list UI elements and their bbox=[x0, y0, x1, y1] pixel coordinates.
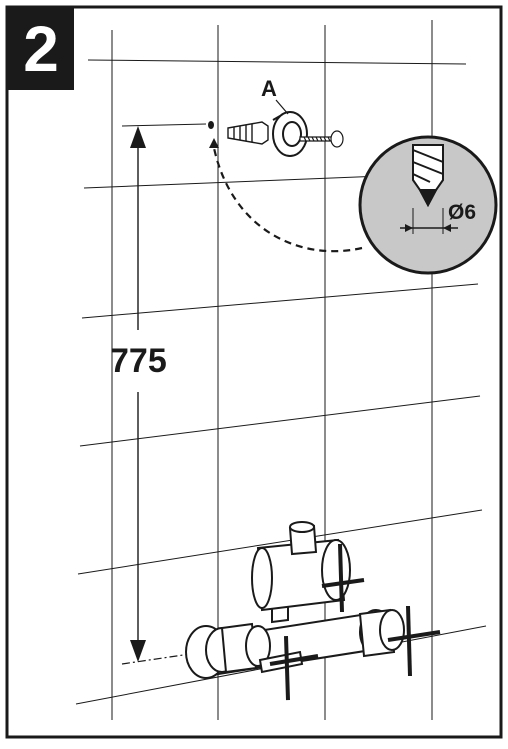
diameter-arrow-right bbox=[443, 224, 451, 232]
part-a-leader bbox=[275, 99, 289, 115]
tile-line-h5 bbox=[77, 509, 483, 575]
dimension-ext-top bbox=[121, 123, 207, 127]
drill-hole bbox=[208, 121, 214, 129]
drill-bit-icon bbox=[412, 144, 444, 208]
part-a-label: A bbox=[261, 76, 277, 101]
shower-mixer-icon bbox=[185, 521, 441, 701]
diameter-arrow-left bbox=[405, 224, 413, 232]
step-number-badge: 2 bbox=[8, 8, 74, 90]
tile-line-h4 bbox=[79, 395, 481, 447]
panel-border bbox=[5, 5, 503, 739]
drill-diameter-label: Ø6 bbox=[448, 201, 476, 224]
wall-plug-icon bbox=[227, 121, 269, 145]
height-dimension: 775 bbox=[110, 123, 207, 665]
dimension-ext-bottom bbox=[121, 653, 191, 665]
screw-icon bbox=[299, 130, 344, 148]
drill-detail-magnifier: Ø6 bbox=[358, 135, 498, 275]
tile-line-h1 bbox=[87, 59, 467, 65]
detail-leader-arrowhead bbox=[209, 138, 219, 148]
detail-leader-dashed bbox=[212, 147, 363, 253]
dimension-arrow-bottom bbox=[130, 640, 146, 662]
tile-line-h3 bbox=[81, 283, 479, 319]
rosette-cap-icon bbox=[272, 111, 308, 157]
dimension-arrow-top bbox=[130, 126, 146, 148]
height-dimension-label: 775 bbox=[110, 342, 167, 380]
